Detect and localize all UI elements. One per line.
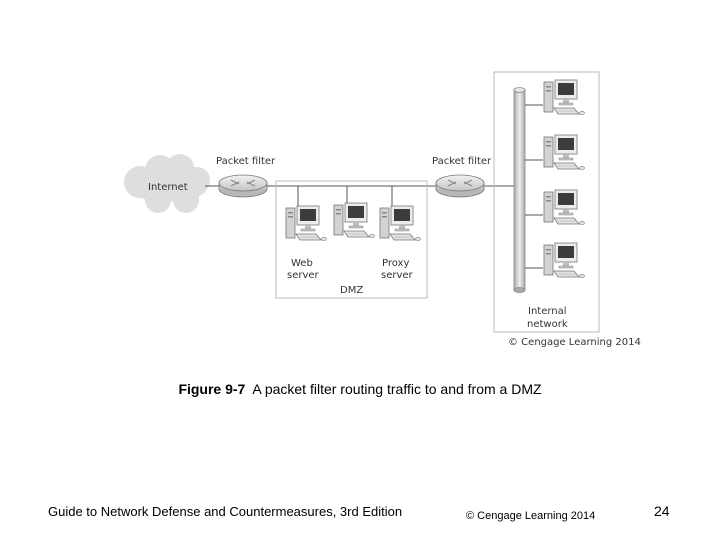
figure-caption: Figure 9-7 A packet filter routing traff… <box>0 381 720 397</box>
internet-cloud-icon <box>124 154 210 213</box>
figure-number: Figure 9-7 <box>178 381 246 397</box>
web-server-icon <box>285 205 327 242</box>
image-credit: © Cengage Learning 2014 <box>508 337 641 348</box>
dmz-zone <box>275 180 428 299</box>
page-number: 24 <box>654 503 670 519</box>
internal-computer-icon <box>543 134 585 171</box>
figure-caption-text: A packet filter routing traffic to and f… <box>252 381 542 397</box>
network-backbone <box>513 87 526 293</box>
packet-filter-left-icon <box>218 174 268 198</box>
internal-computer-icon <box>543 189 585 226</box>
internet-label: Internet <box>148 182 188 193</box>
book-title: Guide to Network Defense and Countermeas… <box>48 504 403 519</box>
packet-filter-right-label: Packet filter <box>432 156 492 167</box>
footer-copyright: © Cengage Learning 2014 <box>466 510 596 522</box>
proxy-server-label-line1: Proxy <box>382 258 409 269</box>
internal-network-zone <box>493 71 600 333</box>
proxy-server-icon <box>379 205 421 242</box>
packet-filter-left-label: Packet filter <box>216 156 276 167</box>
dmz-label: DMZ <box>340 285 363 296</box>
internal-computer-icon <box>543 79 585 116</box>
packet-filter-right-icon <box>435 174 485 198</box>
internal-computer-icon <box>543 242 585 279</box>
network-diagram: Internet Packet filter Packet filter Web… <box>124 71 641 348</box>
web-server-label-line2: server <box>287 270 320 281</box>
web-server-label-line1: Web <box>291 258 313 269</box>
internal-network-label-line2: network <box>527 319 568 330</box>
dmz-server-icon <box>333 202 375 239</box>
proxy-server-label-line2: server <box>381 270 414 281</box>
internal-network-label-line1: Internal <box>528 306 567 317</box>
